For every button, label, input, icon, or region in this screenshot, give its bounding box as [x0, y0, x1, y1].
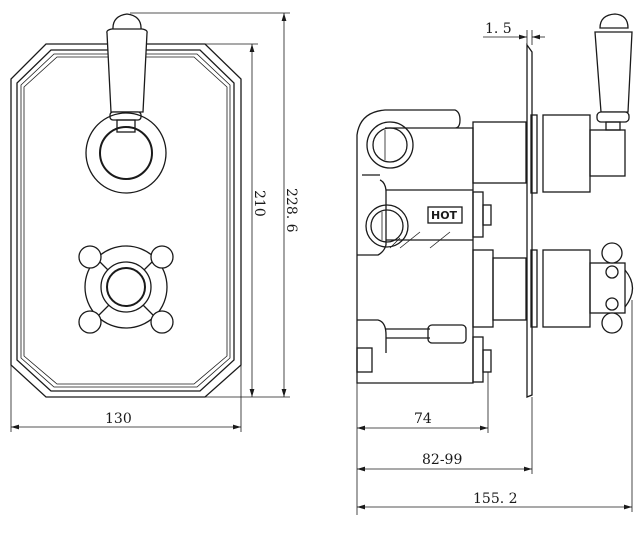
- dimension-1-5: 1. 5: [485, 21, 512, 37]
- lever-handle: [85, 13, 167, 194]
- hot-label: HOT: [431, 209, 458, 222]
- dimension-155-2: 155. 2: [473, 491, 518, 507]
- hot-label-box: [427, 206, 463, 224]
- dimension-74: 74: [414, 411, 432, 427]
- dimension-130: 130: [105, 411, 132, 427]
- cross-handle: [78, 245, 174, 334]
- dimension-228-6: 228. 6: [283, 188, 299, 233]
- dimension-82-99: 82-99: [422, 452, 462, 468]
- side-dimensions: 1. 5 74 82-99 155. 2: [356, 21, 633, 515]
- shroud-lower: [542, 242, 634, 334]
- upper-boss: [472, 121, 527, 328]
- side-view: HOT: [356, 13, 634, 515]
- faceplate-side: [526, 42, 538, 398]
- shroud-upper: [542, 13, 633, 193]
- front-view: 210 228. 6 130: [10, 12, 299, 432]
- dimension-210: 210: [251, 190, 267, 217]
- faceplate-bevel: [16, 49, 235, 392]
- front-dimensions: 210 228. 6 130: [10, 12, 299, 432]
- valve-body: HOT: [356, 109, 492, 384]
